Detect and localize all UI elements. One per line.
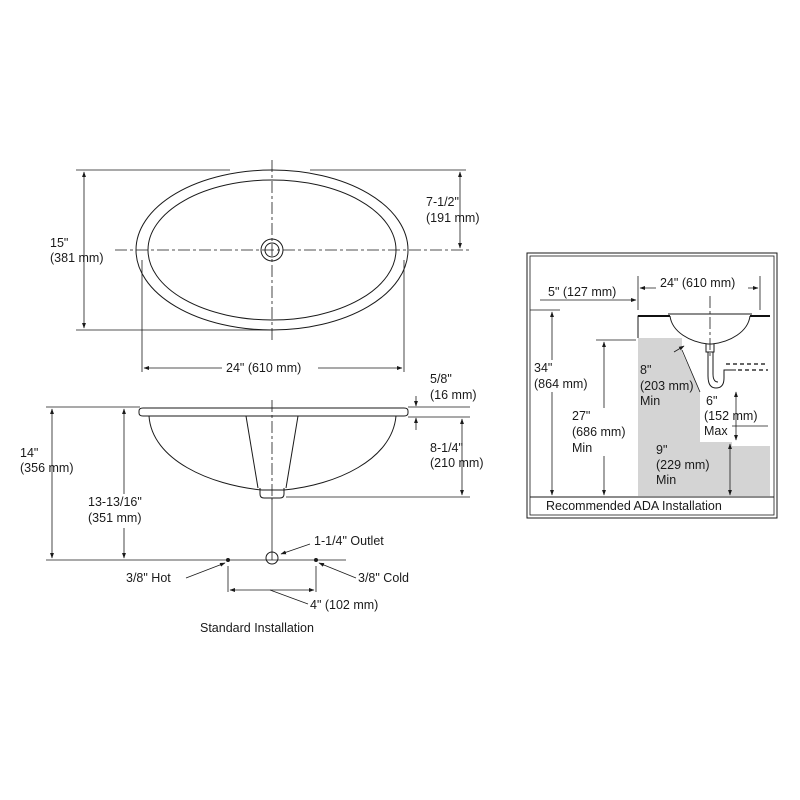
ada-dim-6-mm: (152 mm) — [704, 409, 757, 423]
dim-24-label: 24" (610 mm) — [226, 361, 301, 375]
ada-dim-5-label: 5" (127 mm) — [548, 285, 616, 299]
hot-label: 3/8" Hot — [126, 571, 171, 585]
dim-14-mm: (356 mm) — [20, 461, 73, 475]
ada-dim-34-mm: (864 mm) — [534, 377, 587, 391]
cold-supply-icon — [314, 558, 318, 562]
outlet-icon — [265, 551, 279, 565]
dim-15-inch: 15" — [50, 236, 68, 250]
ada-dim-9-mm: (229 mm) — [656, 458, 709, 472]
ada-view: 24" (610 mm) 5" (127 mm) 34" (864 mm) 27… — [526, 252, 778, 519]
dim-15-mm: (381 mm) — [50, 251, 103, 265]
ada-panel-frame — [526, 252, 778, 519]
ada-dim-9-min: Min — [656, 473, 676, 487]
knee-clearance-zone — [638, 338, 770, 496]
dim-7-1-2-inch: 7-1/2" — [426, 195, 459, 209]
ada-dim-27-mm: (686 mm) — [572, 425, 625, 439]
p-trap — [707, 352, 736, 389]
dim-8-1-4-mm: (210 mm) — [430, 456, 483, 470]
ada-dim-6-inch: 6" — [706, 394, 717, 408]
ada-dim-8-inch: 8" — [640, 363, 651, 377]
ada-inner-border — [529, 255, 775, 516]
dim-13-13-16-inch: 13-13/16" — [88, 495, 142, 509]
basin-rim-profile — [138, 407, 409, 417]
ada-dim-27-min: Min — [572, 441, 592, 455]
ada-installation-caption: Recommended ADA Installation — [546, 499, 722, 513]
countertop — [637, 315, 770, 338]
dim-4-label: 4" (102 mm) — [310, 598, 378, 612]
dim-13-13-16-mm: (351 mm) — [88, 511, 141, 525]
ada-dim-8-mm: (203 mm) — [640, 379, 693, 393]
dim-8-1-4-inch: 8-1/4" — [430, 441, 463, 455]
ada-dim-27-inch: 27" — [572, 409, 590, 423]
cold-label: 3/8" Cold — [358, 571, 409, 585]
side-view: 5/8" (16 mm) 8-1/4" (210 mm) 14" (356 mm… — [20, 372, 483, 635]
ada-dim-6-max: Max — [704, 424, 728, 438]
dim-5-8-inch: 5/8" — [430, 372, 452, 386]
ada-dim-9-inch: 9" — [656, 443, 667, 457]
top-view: 15" (381 mm) 7-1/2" (191 mm) 24" (610 mm… — [50, 160, 479, 375]
basin-bowl-profile — [148, 415, 397, 491]
hot-supply-icon — [226, 558, 230, 562]
ada-dim-34-inch: 34" — [534, 361, 552, 375]
ada-dim-8-min: Min — [640, 394, 660, 408]
ada-dim-24-label: 24" (610 mm) — [660, 276, 735, 290]
standard-installation-caption: Standard Installation — [200, 621, 314, 635]
dim-14-inch: 14" — [20, 446, 38, 460]
outlet-label: 1-1/4" Outlet — [314, 534, 384, 548]
dim-5-8-mm: (16 mm) — [430, 388, 477, 402]
dim-7-1-2-mm: (191 mm) — [426, 211, 479, 225]
